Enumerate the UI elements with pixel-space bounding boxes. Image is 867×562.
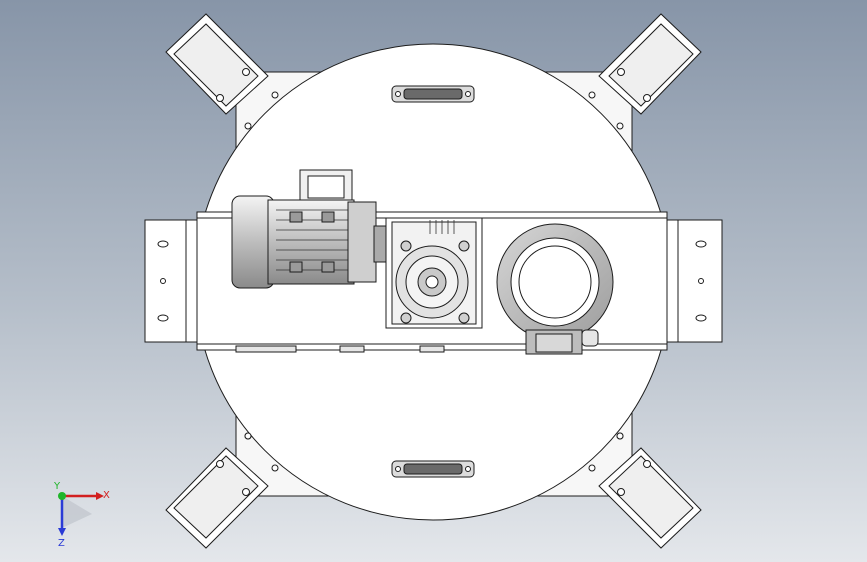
- slewing-ring: [496, 223, 614, 355]
- electric-motor: [231, 169, 387, 289]
- corner-bracket-top-right: [598, 13, 702, 130]
- y-axis-label: Y: [53, 481, 61, 492]
- y-axis-dot: [58, 492, 66, 500]
- corner-bracket-top-left: [165, 13, 269, 130]
- triad-plane-shadow: [62, 496, 92, 528]
- worm-gearbox: [385, 217, 483, 329]
- x-axis-arrowhead: [96, 492, 104, 500]
- corner-bracket-bottom-right: [598, 432, 702, 549]
- z-axis-label: Z: [58, 538, 65, 549]
- corner-bracket-bottom-left: [165, 432, 269, 549]
- x-axis-label: X: [103, 490, 110, 501]
- bottom-handle: [391, 460, 475, 478]
- end-plate-left: [144, 219, 198, 343]
- end-plate-right: [666, 219, 723, 343]
- z-axis-arrowhead: [58, 528, 66, 536]
- top-handle: [391, 85, 475, 103]
